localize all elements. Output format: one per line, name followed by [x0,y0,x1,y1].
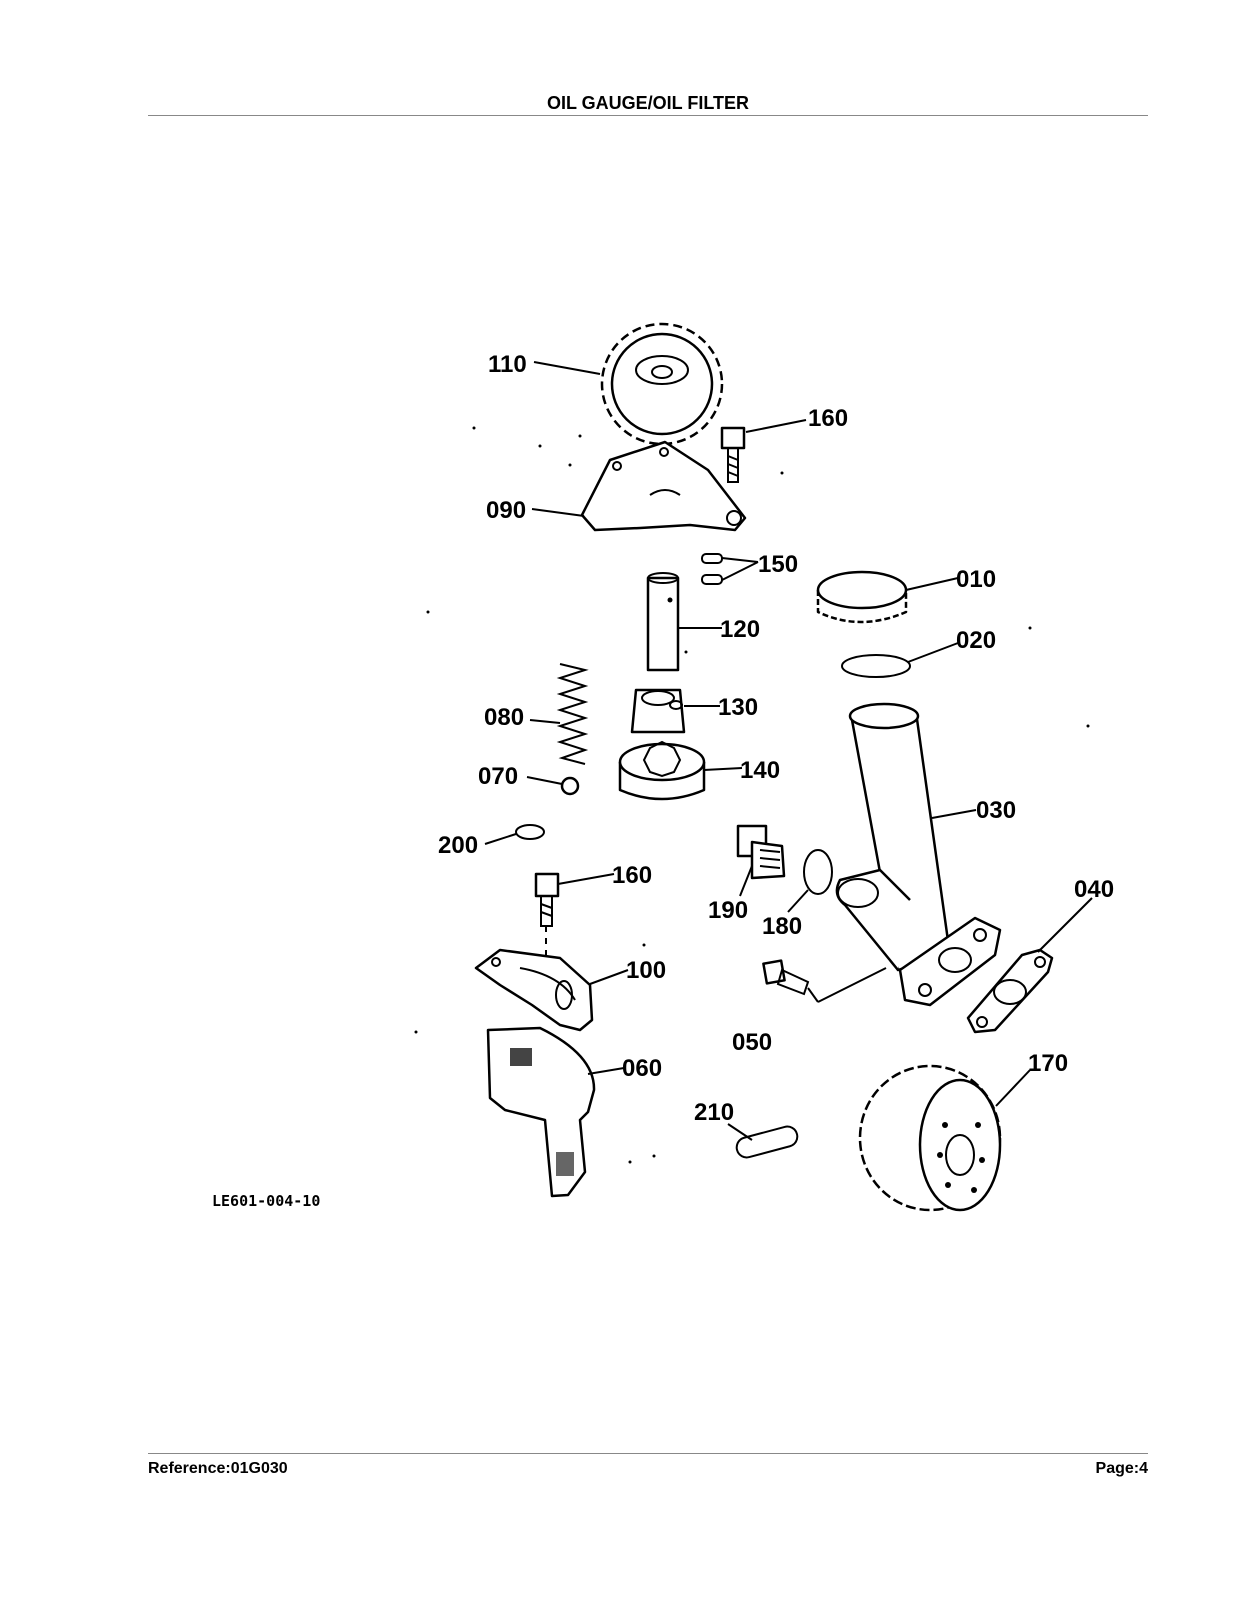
part-160-bolt-top [720,426,746,483]
label-100: 100 [626,957,666,984]
part-090-cover-plate [580,440,747,532]
label-170: 170 [1028,1050,1068,1077]
label-160-lower: 160 [612,862,652,889]
label-050: 050 [732,1029,772,1056]
label-030: 030 [976,797,1016,824]
part-070-ball [560,776,580,796]
part-020-o-ring [841,654,911,678]
label-090: 090 [486,497,526,524]
label-210: 210 [694,1099,734,1126]
footer-rule [148,1453,1148,1454]
label-150: 150 [758,551,798,578]
part-110-gear [600,322,724,446]
label-200: 200 [438,832,478,859]
label-020: 020 [956,627,996,654]
label-180: 180 [762,913,802,940]
label-190: 190 [708,897,748,924]
part-190-plug [736,824,786,880]
label-120: 120 [720,616,760,643]
label-130: 130 [718,694,758,721]
part-140-rotor [618,740,706,801]
label-110: 110 [488,351,527,378]
part-080-spring [556,663,589,765]
part-050-bolt [762,959,887,1003]
part-030-gauge-tube [835,702,1002,1007]
part-060-strainer [486,1026,596,1198]
part-200-o-ring [515,824,545,840]
part-180-washer [803,849,833,895]
drawing-code: LE601-004-10 [212,1192,320,1210]
part-130-coupling [630,688,686,734]
footer-page-number: Page:4 [1095,1460,1148,1477]
page-title: OIL GAUGE/OIL FILTER [546,93,749,113]
part-150-pins [701,553,723,585]
label-140: 140 [740,757,780,784]
part-210-o-ring [735,1125,799,1159]
label-080: 080 [484,704,524,731]
label-060: 060 [622,1055,662,1082]
label-040: 040 [1074,876,1114,903]
label-160-top: 160 [808,405,848,432]
scan-specks [414,426,1090,1164]
leader-lines [484,361,1093,1141]
part-170-oil-filter [858,1064,1002,1212]
footer-reference: Reference:01G030 [148,1460,288,1477]
part-160-bolt-lower [534,872,560,1012]
header-rule [148,115,1148,116]
part-labels: 110 160 090 150 010 120 020 080 130 070 … [438,351,1114,1126]
part-120-shaft [646,572,680,672]
label-010: 010 [956,566,996,593]
label-070: 070 [478,763,518,790]
part-040-gasket [966,948,1054,1034]
part-100-bracket [474,948,594,1032]
